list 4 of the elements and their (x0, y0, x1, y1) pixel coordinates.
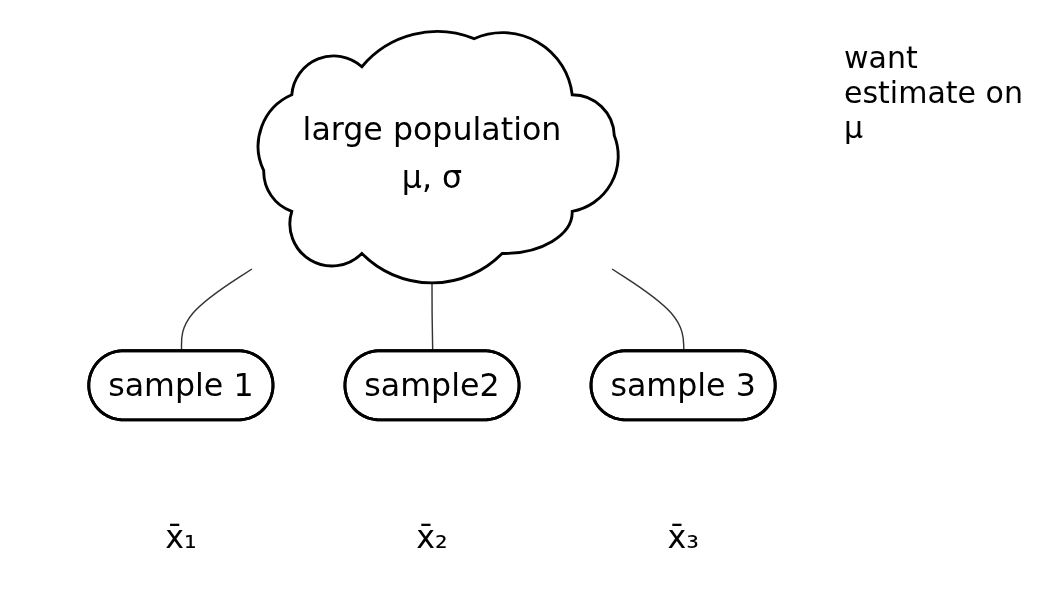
node-label: x̄₃ (667, 519, 699, 556)
note-text: want estimate on μ (844, 40, 1024, 145)
node-label: x̄₂ (416, 519, 448, 556)
node-label: x̄₁ (165, 519, 197, 556)
